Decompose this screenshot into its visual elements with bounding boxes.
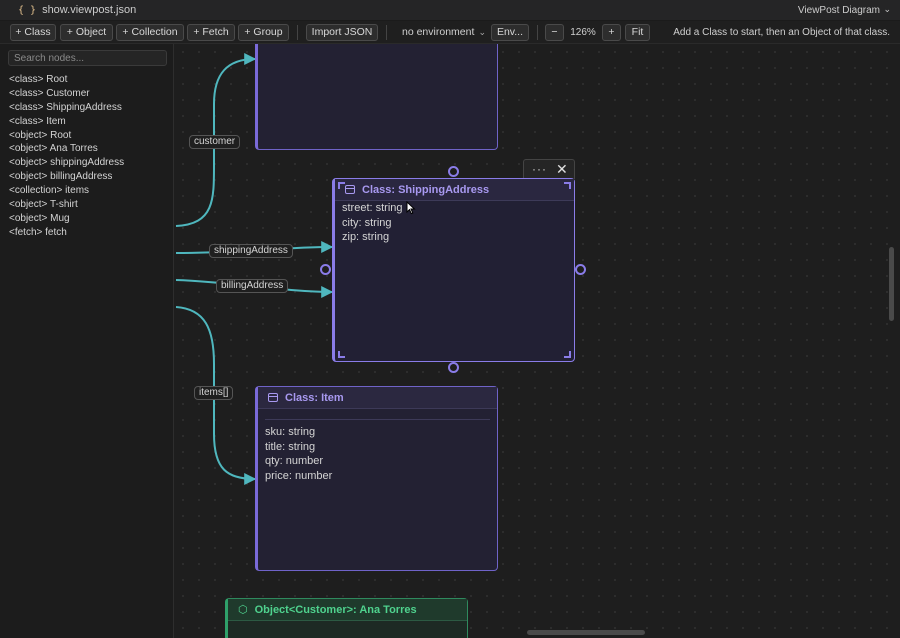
close-icon[interactable]: ✕ bbox=[556, 161, 568, 177]
file-name: show.viewpost.json bbox=[42, 4, 137, 16]
sidebar-item-class-customer[interactable]: <class> Customer bbox=[9, 87, 90, 99]
chevron-down-icon: ⌄ bbox=[478, 27, 486, 37]
edge-items[interactable] bbox=[175, 306, 257, 485]
node-list: <class> Root <class> Customer <class> Sh… bbox=[9, 73, 124, 240]
chevron-down-icon[interactable]: ⌄ bbox=[883, 4, 891, 14]
field-qty: qty: number bbox=[265, 455, 324, 467]
resize-handle-bottom-left[interactable] bbox=[338, 351, 345, 358]
node-fields: sku: string title: string qty: number pr… bbox=[258, 409, 497, 483]
field-sku: sku: string bbox=[265, 426, 316, 438]
diagram-canvas[interactable]: customer shippingAddress billingAddress … bbox=[175, 44, 900, 638]
search-input[interactable] bbox=[8, 50, 167, 66]
resize-handle-bottom-right[interactable] bbox=[564, 351, 571, 358]
zoom-level: 126% bbox=[570, 27, 596, 38]
sidebar-item-class-shippingaddress[interactable]: <class> ShippingAddress bbox=[9, 101, 122, 113]
environment-value: no environment bbox=[402, 26, 475, 38]
field-street: street: string bbox=[342, 202, 403, 214]
node-title: Class: Item bbox=[285, 391, 344, 404]
toolbar-divider bbox=[537, 25, 538, 40]
divider bbox=[265, 419, 490, 420]
sidebar-item-class-root[interactable]: <class> Root bbox=[9, 74, 68, 85]
zoom-in-button[interactable]: + bbox=[602, 24, 621, 41]
add-group-button[interactable]: + Group bbox=[238, 24, 289, 41]
toolbar-divider bbox=[386, 25, 387, 40]
sidebar-item-object-billingaddress[interactable]: <object> billingAddress bbox=[9, 171, 113, 183]
hint-text: Add a Class to start, then an Object of … bbox=[673, 27, 890, 38]
sidebar-item-fetch[interactable]: <fetch> fetch bbox=[9, 226, 67, 238]
edge-label-shipping-address[interactable]: shippingAddress bbox=[209, 244, 293, 258]
edge-label-billing-address[interactable]: billingAddress bbox=[216, 279, 289, 293]
node-menu: ··· ✕ bbox=[523, 159, 575, 179]
node-header[interactable]: Class: ShippingAddress bbox=[335, 179, 574, 201]
app-menu-label[interactable]: ViewPost Diagram bbox=[797, 4, 880, 16]
class-icon bbox=[345, 185, 355, 194]
environment-select[interactable]: no environment ⌄ bbox=[394, 24, 488, 41]
resize-handle-top-right[interactable] bbox=[564, 182, 571, 189]
node-title: Object<Customer>: Ana Torres bbox=[254, 603, 417, 616]
class-node-customer[interactable] bbox=[255, 44, 498, 150]
sidebar-item-object-root[interactable]: <object> Root bbox=[9, 129, 72, 141]
title-bar: { } show.viewpost.json ViewPost Diagram … bbox=[0, 0, 900, 21]
edge-label-customer[interactable]: customer bbox=[189, 135, 241, 149]
fit-button[interactable]: Fit bbox=[625, 24, 650, 41]
add-object-button[interactable]: + Object bbox=[60, 24, 113, 41]
connection-handle-left[interactable] bbox=[320, 264, 331, 275]
horizontal-scrollbar[interactable] bbox=[527, 630, 645, 635]
node-header[interactable]: ⬡ Object<Customer>: Ana Torres bbox=[228, 599, 467, 621]
field-title: title: string bbox=[265, 440, 316, 453]
node-fields: street: string city: string zip: string bbox=[335, 201, 574, 245]
mouse-cursor-icon bbox=[406, 201, 416, 215]
add-class-button[interactable]: + Class bbox=[10, 24, 56, 41]
resize-handle-top-left[interactable] bbox=[338, 182, 345, 189]
connection-handle-bottom[interactable] bbox=[448, 362, 459, 373]
sidebar-item-class-item[interactable]: <class> Item bbox=[9, 115, 66, 127]
sidebar-item-object-shippingaddress[interactable]: <object> shippingAddress bbox=[9, 157, 125, 169]
zoom-out-button[interactable]: − bbox=[545, 24, 564, 41]
node-header[interactable]: Class: Item bbox=[258, 387, 497, 409]
object-node-ana-torres[interactable]: ⬡ Object<Customer>: Ana Torres bbox=[225, 598, 468, 638]
sidebar-item-collection-items[interactable]: <collection> items bbox=[9, 185, 90, 197]
sidebar-item-object-mug[interactable]: <object> Mug bbox=[9, 212, 70, 224]
edge-customer[interactable] bbox=[175, 53, 257, 227]
connection-handle-right[interactable] bbox=[575, 264, 586, 275]
toolbar-divider bbox=[297, 25, 298, 40]
environment-button[interactable]: Env... bbox=[491, 24, 529, 41]
class-icon bbox=[268, 393, 278, 402]
sidebar-item-object-ana-torres[interactable]: <object> Ana Torres bbox=[9, 143, 98, 155]
connection-handle-top[interactable] bbox=[448, 166, 459, 177]
class-node-shipping-address[interactable]: Class: ShippingAddress street: string ci… bbox=[332, 178, 575, 362]
more-icon[interactable]: ··· bbox=[532, 162, 547, 176]
add-collection-button[interactable]: + Collection bbox=[116, 24, 184, 41]
json-file-icon: { } bbox=[18, 4, 37, 16]
node-title: Class: ShippingAddress bbox=[362, 183, 490, 196]
field-price: price: number bbox=[265, 469, 333, 482]
sidebar-item-object-tshirt[interactable]: <object> T-shirt bbox=[9, 199, 78, 211]
cube-icon: ⬡ bbox=[238, 604, 248, 616]
field-city: city: string bbox=[342, 216, 392, 229]
toolbar: + Class + Object + Collection + Fetch + … bbox=[0, 21, 900, 44]
edge-label-items[interactable]: items[] bbox=[194, 386, 234, 400]
import-json-button[interactable]: Import JSON bbox=[306, 24, 378, 41]
class-node-item[interactable]: Class: Item sku: string title: string qt… bbox=[255, 386, 498, 571]
sidebar: <class> Root <class> Customer <class> Sh… bbox=[0, 44, 174, 638]
vertical-scrollbar[interactable] bbox=[889, 247, 894, 321]
field-zip: zip: string bbox=[342, 231, 390, 243]
add-fetch-button[interactable]: + Fetch bbox=[187, 24, 235, 41]
